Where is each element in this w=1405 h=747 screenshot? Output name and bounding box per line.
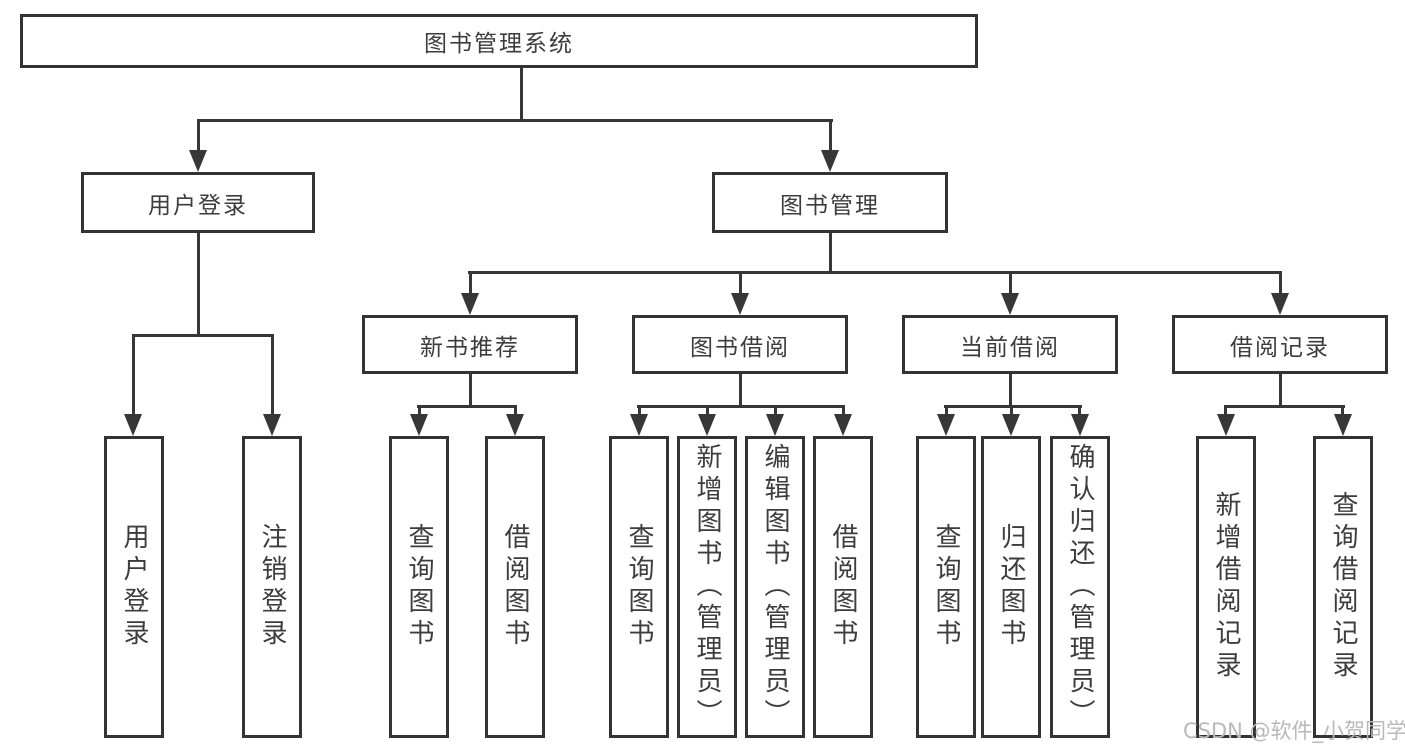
connector-line [774,405,777,417]
connector-arrow [731,293,749,315]
connector-line [638,405,641,417]
connector-arrow [1001,293,1019,315]
node-logout: 注销登录 [242,436,302,738]
node-label: 注销登录 [257,523,287,651]
connector-line [1224,405,1227,417]
connector-line [197,119,833,122]
connector-arrow [410,414,428,436]
node-borrow-books-1: 借阅图书 [485,436,545,738]
connector-line [468,271,1282,274]
node-confirm-return-admin: 确认归还（管理员） [1050,436,1110,738]
connector-arrow [461,293,479,315]
connector-line [514,405,517,417]
node-add-books-admin: 新增图书（管理员） [677,436,737,738]
node-new-book-recommendation: 新书推荐 [362,315,578,374]
connector-arrow [1002,414,1020,436]
node-query-borrow-record: 查询借阅记录 [1313,436,1373,738]
node-label: 新书推荐 [420,334,520,361]
connector-line [739,374,742,407]
node-query-books-2: 查询图书 [609,436,669,738]
node-label: 归还图书 [996,523,1026,651]
node-label: 当前借阅 [960,334,1060,361]
node-query-books-1: 查询图书 [389,436,449,738]
connector-line [829,119,832,152]
node-label: 图书管理系统 [424,31,574,57]
node-label: 查询图书 [931,523,961,651]
connector-line [197,233,200,336]
connector-arrow [821,150,839,172]
connector-line [1009,271,1012,295]
connector-arrow [630,414,648,436]
connector-arrow [263,414,281,436]
connector-arrow [189,150,207,172]
connector-arrow [1271,293,1289,315]
connector-line [418,405,421,417]
node-label: 查询图书 [624,523,654,651]
node-label: 图书管理 [780,192,880,219]
connector-line [132,334,135,418]
node-edit-books-admin: 编辑图书（管理员） [745,436,805,738]
connector-line [1279,271,1282,295]
node-label: 新增图书（管理员） [692,443,722,731]
connector-arrow [124,414,142,436]
connector-line [637,405,845,408]
connector-line [829,233,832,274]
connector-arrow [1334,414,1352,436]
connector-arrow [937,414,955,436]
connector-line [1009,374,1012,407]
connector-line [1224,405,1345,408]
connector-line [945,405,948,417]
csdn-watermark: CSDN @软件_小贺同学 [1183,719,1405,743]
node-label: 借阅图书 [500,523,530,651]
node-label: 查询借阅记录 [1328,491,1358,683]
node-label: 确认归还（管理员） [1065,443,1095,731]
connector-line [842,405,845,417]
node-label: 编辑图书（管理员） [760,443,790,731]
node-borrow-books-2: 借阅图书 [813,436,873,738]
connector-line [1010,405,1013,417]
node-label: 用户登录 [119,523,149,651]
connector-line [417,405,517,408]
node-label: 查询图书 [404,523,434,651]
node-book-borrowing: 图书借阅 [632,315,848,374]
connector-line [469,271,472,295]
node-borrowing-records: 借阅记录 [1172,315,1388,374]
connector-line [1279,374,1282,407]
connector-arrow [506,414,524,436]
connector-line [132,334,274,337]
node-library-management-system: 图书管理系统 [20,14,978,68]
connector-arrow [1071,414,1089,436]
node-book-management: 图书管理 [712,172,948,233]
connector-line [469,374,472,407]
connector-arrow [1217,414,1235,436]
node-user-login: 用户登录 [81,172,315,233]
connector-line [944,405,1082,408]
node-label: 用户登录 [148,192,248,219]
node-current-borrowing: 当前借阅 [902,315,1118,374]
connector-arrow [766,414,784,436]
connector-line [1341,405,1344,417]
connector-line [271,334,274,418]
node-label: 新增借阅记录 [1211,491,1241,683]
connector-line [1078,405,1081,417]
node-label: 借阅记录 [1230,334,1330,361]
node-add-borrow-record: 新增借阅记录 [1196,436,1256,738]
connector-line [520,68,523,121]
node-label: 图书借阅 [690,334,790,361]
connector-arrow [698,414,716,436]
node-query-books-3: 查询图书 [916,436,976,738]
connector-line [739,271,742,295]
node-return-books: 归还图书 [981,436,1041,738]
connector-line [706,405,709,417]
connector-arrow [834,414,852,436]
node-user-login-action: 用户登录 [104,436,164,738]
node-label: 借阅图书 [828,523,858,651]
connector-line [197,119,200,152]
